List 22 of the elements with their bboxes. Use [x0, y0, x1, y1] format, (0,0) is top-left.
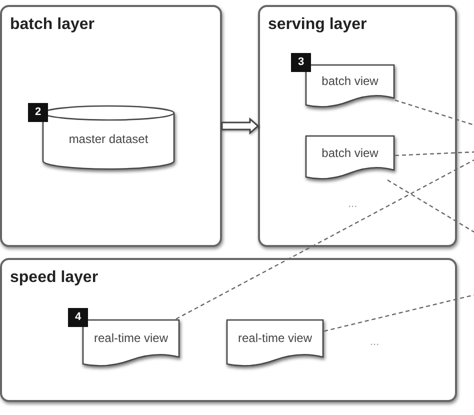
- node-label: master dataset: [68, 132, 150, 146]
- dashed-connector: [387, 179, 474, 233]
- node-label: real-time view: [236, 331, 313, 345]
- step-number: 4: [68, 308, 88, 327]
- dashed-connector: [324, 294, 474, 332]
- layer-title: serving layer: [268, 16, 367, 34]
- layer-title: speed layer: [10, 269, 98, 287]
- block-arrow: [221, 117, 260, 135]
- ellipsis-label: ...: [348, 198, 358, 210]
- layer-title: batch layer: [10, 16, 94, 34]
- dashed-connector: [394, 151, 474, 156]
- step-number: 2: [28, 103, 48, 122]
- dashed-connector: [394, 100, 474, 126]
- layer-panel: [0, 258, 457, 402]
- node-label: batch view: [320, 74, 380, 88]
- step-number: 3: [291, 53, 311, 72]
- layer-panel: [0, 5, 222, 247]
- node-label: batch view: [320, 146, 380, 160]
- ellipsis-label: ...: [370, 336, 380, 348]
- node-label: real-time view: [92, 331, 169, 345]
- dashed-connector: [176, 159, 474, 320]
- layer-panel: [258, 5, 457, 247]
